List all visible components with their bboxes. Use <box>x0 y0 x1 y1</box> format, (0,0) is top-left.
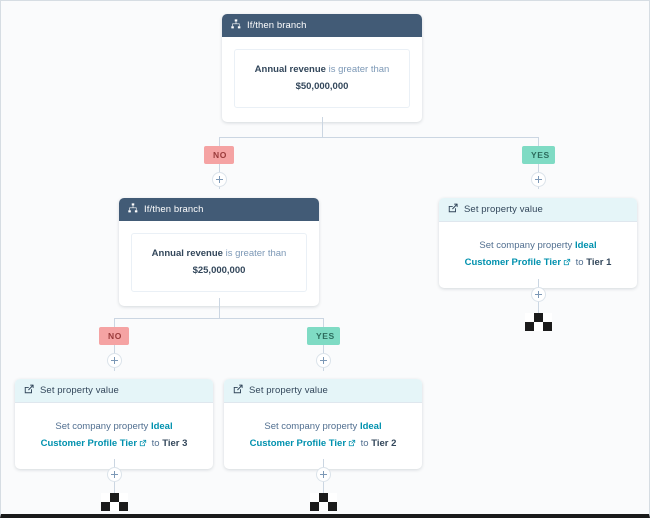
add-step-button-tier2[interactable] <box>316 467 331 482</box>
node-body: Set company property Ideal Customer Prof… <box>15 403 213 469</box>
connector-branch2-split <box>114 318 323 319</box>
branch-icon <box>128 203 138 216</box>
connector-branch2-stem <box>219 298 220 318</box>
node-header: If/then branch <box>119 198 319 221</box>
action-description: Set company property Ideal Customer Prof… <box>27 415 201 455</box>
node-if-then-branch-1[interactable]: If/then branch Annual revenue is greater… <box>222 14 422 123</box>
node-header-label: Set property value <box>464 204 543 215</box>
connector-branch1-stem <box>322 117 323 137</box>
external-link-icon[interactable] <box>348 437 356 454</box>
node-header: Set property value <box>224 379 422 403</box>
property-link[interactable]: Ideal Customer Profile Tier <box>464 240 597 268</box>
node-if-then-branch-2[interactable]: If/then branch Annual revenue is greater… <box>119 198 319 307</box>
condition-property: Annual revenue <box>254 64 326 75</box>
node-header: Set property value <box>15 379 213 403</box>
external-link-icon[interactable] <box>563 256 571 273</box>
node-header: Set property value <box>439 198 637 222</box>
property-link[interactable]: Ideal Customer Profile Tier <box>249 421 382 449</box>
add-step-button-branch1-yes[interactable] <box>531 172 546 187</box>
node-body: Set company property Ideal Customer Prof… <box>224 403 422 469</box>
condition-value: $25,000,000 <box>192 264 246 276</box>
action-prefix: Set company property <box>264 421 358 432</box>
node-set-property-value-tier1[interactable]: Set property value Set company property … <box>439 198 637 289</box>
badge-branch1-yes: YES <box>522 146 555 164</box>
node-set-property-value-tier3[interactable]: Set property value Set company property … <box>15 379 213 470</box>
condition-box: Annual revenue is greater than $25,000,0… <box>131 233 307 293</box>
action-value: Tier 2 <box>371 437 397 449</box>
action-value: Tier 3 <box>162 437 188 449</box>
end-marker-flag-tier2 <box>310 493 337 511</box>
action-prefix: Set company property <box>479 240 573 251</box>
condition-operator: is greater than <box>225 248 287 259</box>
edit-icon <box>448 203 458 216</box>
edit-icon <box>24 384 34 397</box>
external-link-icon[interactable] <box>139 437 147 454</box>
condition-value: $50,000,000 <box>295 80 349 92</box>
action-prefix: Set company property <box>55 421 149 432</box>
action-middle: to <box>360 437 369 449</box>
property-link[interactable]: Ideal Customer Profile Tier <box>40 421 173 449</box>
action-description: Set company property Ideal Customer Prof… <box>451 234 625 274</box>
branch-icon <box>231 19 241 32</box>
action-middle: to <box>575 256 584 268</box>
node-header-label: Set property value <box>249 385 328 396</box>
node-header-label: If/then branch <box>144 204 204 215</box>
condition-property: Annual revenue <box>151 248 223 259</box>
node-header-label: Set property value <box>40 385 119 396</box>
end-marker-flag-tier3 <box>101 493 128 511</box>
connector-branch1-split <box>219 137 539 138</box>
action-description: Set company property Ideal Customer Prof… <box>236 415 410 455</box>
badge-branch1-no: NO <box>204 146 234 164</box>
node-header: If/then branch <box>222 14 422 37</box>
node-header-label: If/then branch <box>247 20 307 31</box>
node-body: Annual revenue is greater than $50,000,0… <box>222 37 422 122</box>
badge-branch2-yes: YES <box>307 327 340 345</box>
action-middle: to <box>151 437 160 449</box>
node-set-property-value-tier2[interactable]: Set property value Set company property … <box>224 379 422 470</box>
node-body: Annual revenue is greater than $25,000,0… <box>119 221 319 306</box>
condition-box: Annual revenue is greater than $50,000,0… <box>234 49 410 109</box>
add-step-button-branch1-no[interactable] <box>212 172 227 187</box>
end-marker-flag-tier1 <box>525 313 552 331</box>
action-value: Tier 1 <box>586 256 612 268</box>
condition-operator: is greater than <box>328 64 390 75</box>
add-step-button-tier3[interactable] <box>107 467 122 482</box>
edit-icon <box>233 384 243 397</box>
add-step-button-branch2-no[interactable] <box>107 353 122 368</box>
add-step-button-branch2-yes[interactable] <box>316 353 331 368</box>
node-body: Set company property Ideal Customer Prof… <box>439 222 637 288</box>
badge-branch2-no: NO <box>99 327 129 345</box>
add-step-button-tier1[interactable] <box>531 287 546 302</box>
